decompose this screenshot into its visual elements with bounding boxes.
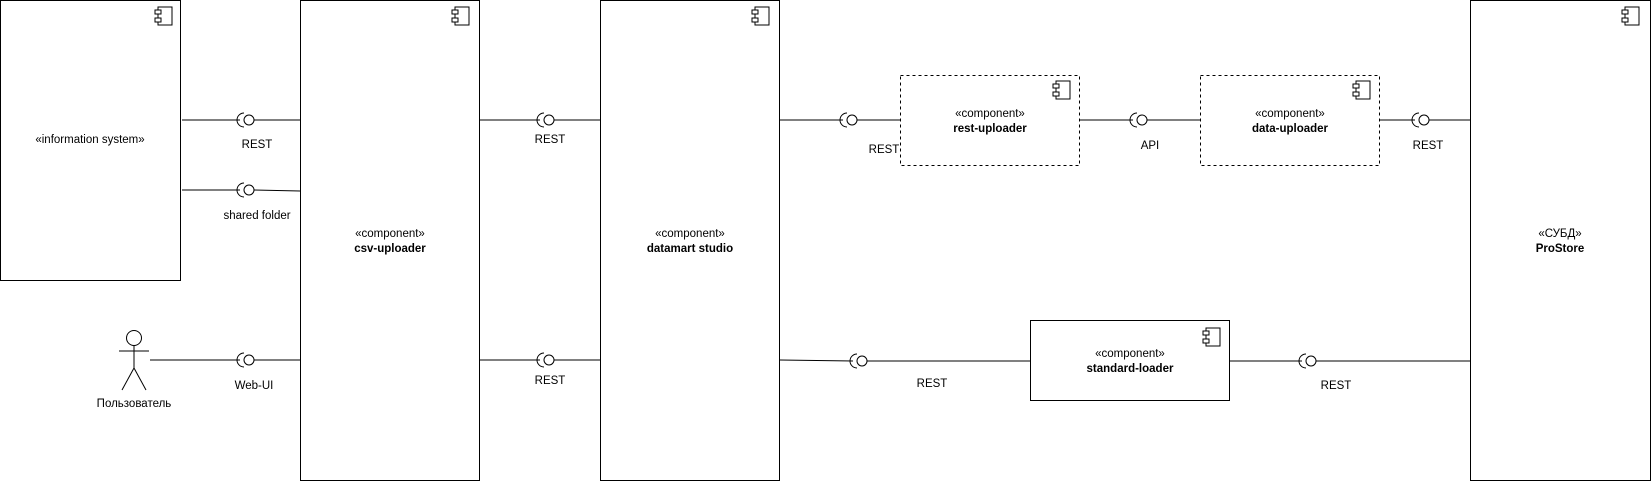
connector-is-csv-rest: [182, 112, 300, 128]
component-icon: [154, 6, 173, 26]
prostore-name: ProStore: [1536, 243, 1585, 255]
interface-label-rest: REST: [535, 134, 566, 146]
component-icon: [1352, 80, 1371, 100]
prostore-stereotype: «СУБД»: [1538, 228, 1581, 240]
rest-uploader-stereotype: «component»: [955, 108, 1025, 120]
connector-csv-dms-rest-top: [480, 112, 600, 128]
datamart-studio-stereotype: «component»: [655, 228, 725, 240]
component-csv-uploader: «component» csv-uploader: [300, 0, 480, 481]
data-uploader-stereotype: «component»: [1255, 108, 1325, 120]
rest-uploader-name: rest-uploader: [953, 123, 1027, 135]
component-information-system: «information system»: [0, 0, 181, 281]
component-rest-uploader: «component» rest-uploader: [900, 75, 1080, 166]
component-icon: [451, 6, 470, 26]
component-icon: [751, 6, 770, 26]
actor-stick-figure-icon: [119, 330, 149, 391]
component-icon: [1621, 6, 1640, 26]
interface-label-rest: REST: [917, 378, 948, 390]
component-prostore: «СУБД» ProStore: [1470, 0, 1651, 481]
connector-data-prostore-rest: [1380, 112, 1470, 128]
interface-label-rest: REST: [1321, 380, 1352, 392]
component-icon: [1202, 327, 1221, 347]
standard-loader-stereotype: «component»: [1095, 348, 1165, 360]
connector-rest-data-api: [1080, 112, 1200, 128]
data-uploader-name: data-uploader: [1252, 123, 1329, 135]
actor-user: Пользователь: [97, 330, 172, 410]
connector-standard-prostore-rest: [1230, 353, 1470, 369]
connector-user-csv-webui: [150, 352, 300, 368]
information-system-stereotype: «information system»: [35, 134, 144, 146]
component-standard-loader: «component» standard-loader: [1030, 320, 1230, 401]
component-datamart-studio: «component» datamart studio: [600, 0, 780, 481]
standard-loader-name: standard-loader: [1087, 363, 1174, 375]
component-data-uploader: «component» data-uploader: [1200, 75, 1380, 166]
actor-label: Пользователь: [97, 398, 172, 410]
interface-label-rest: REST: [1413, 140, 1444, 152]
connector-dms-rest-uploader: [780, 112, 900, 128]
connector-is-csv-shared-folder: [182, 182, 301, 198]
interface-label-rest: REST: [869, 144, 900, 156]
csv-uploader-name: csv-uploader: [354, 243, 426, 255]
component-icon: [1052, 80, 1071, 100]
interface-label-shared-folder: shared folder: [223, 210, 290, 222]
interface-label-web-ui: Web-UI: [235, 380, 274, 392]
interface-label-rest: REST: [242, 139, 273, 151]
interface-label-api: API: [1141, 140, 1160, 152]
connector-csv-dms-rest-bottom: [480, 352, 600, 368]
csv-uploader-stereotype: «component»: [355, 228, 425, 240]
connector-dms-standard-rest: [779, 353, 1030, 369]
interface-label-rest: REST: [535, 375, 566, 387]
datamart-studio-name: datamart studio: [647, 243, 733, 255]
